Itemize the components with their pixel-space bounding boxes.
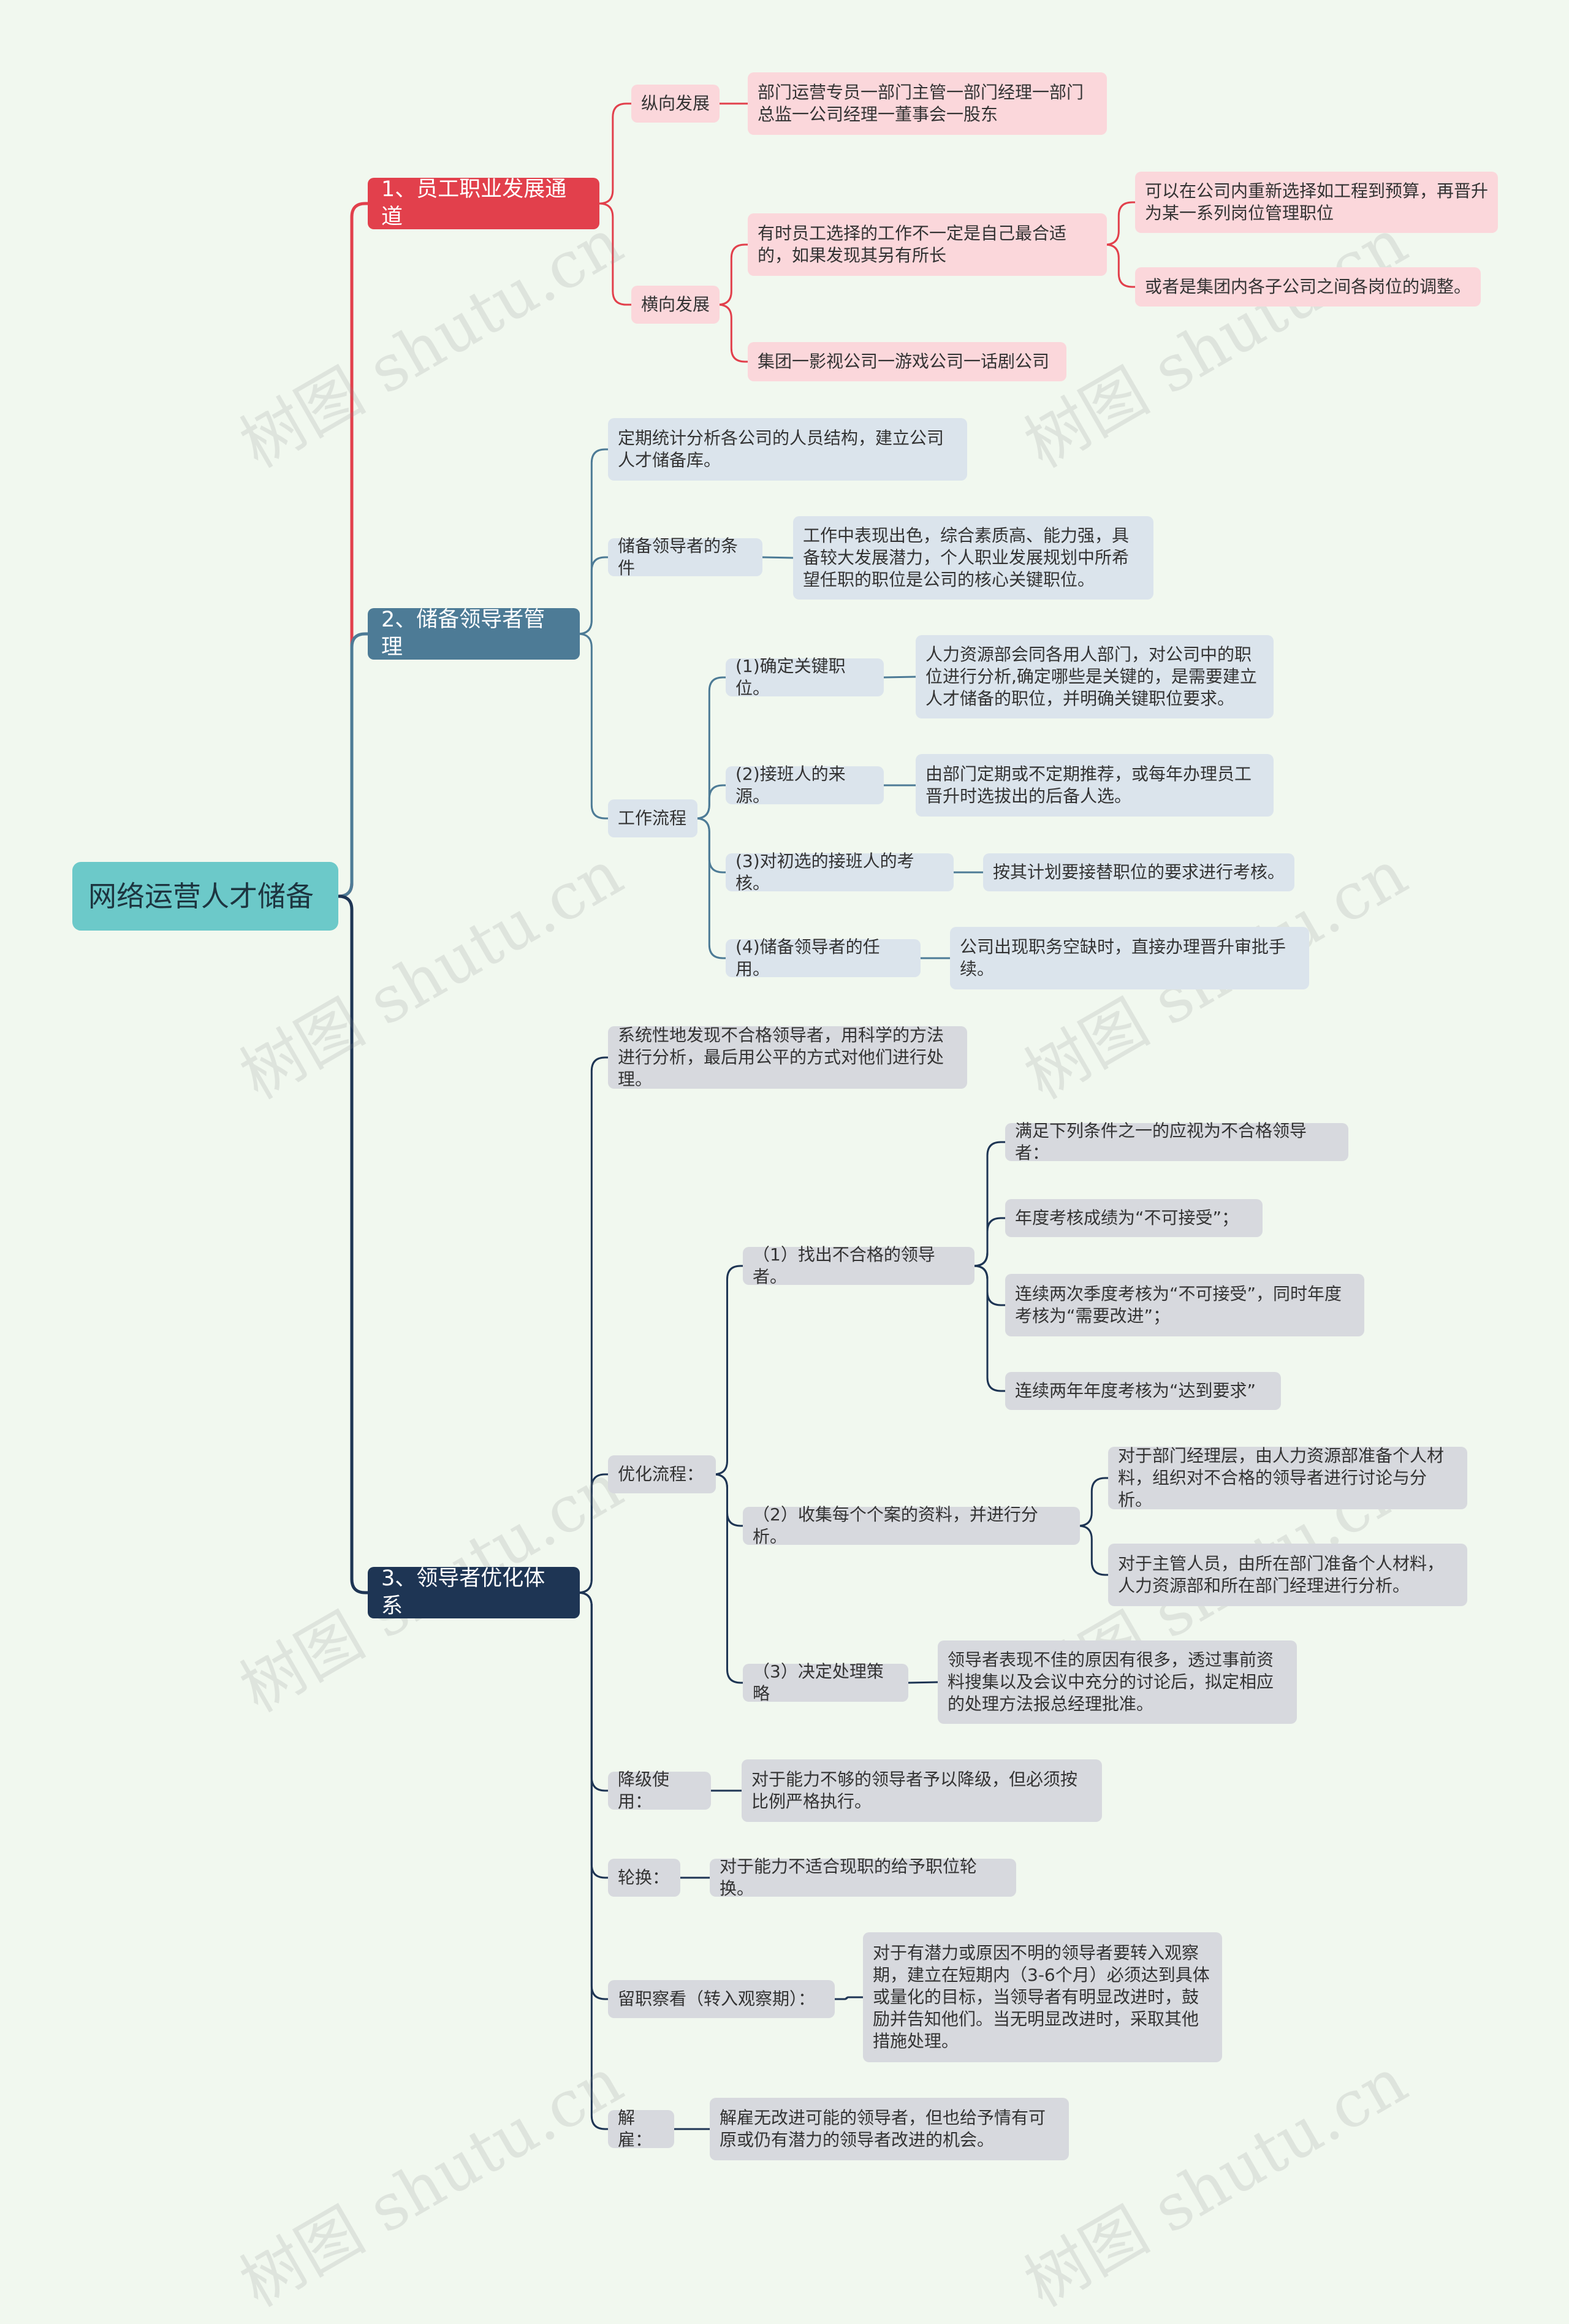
node-rotation[interactable]: 轮换： — [608, 1859, 680, 1897]
node-optimization-process[interactable]: 优化流程： — [608, 1455, 716, 1493]
node-conditions-detail[interactable]: 工作中表现出色，综合素质高、能力强，具备较大发展潜力，个人职业发展规划中所希望任… — [793, 516, 1153, 600]
connector — [908, 1681, 938, 1684]
connector — [1078, 1525, 1108, 1576]
connector-lines — [338, 102, 1135, 2130]
connector — [599, 102, 631, 205]
connector — [973, 1217, 1005, 1267]
node-vertical-development[interactable]: 纵向发展 — [631, 85, 720, 123]
node-horizontal-development[interactable]: 横向发展 — [631, 286, 720, 324]
node-step-successor-source[interactable]: (2)接班人的来源。 — [726, 764, 884, 806]
node-step-key-positions-detail[interactable]: 人力资源部会同各用人部门，对公司中的职位进行分析,确定哪些是关键的，是需要建立人… — [916, 635, 1274, 718]
connector — [973, 1265, 1005, 1306]
connector — [696, 784, 726, 820]
connector — [338, 894, 368, 1594]
node-strategy-detail[interactable]: 领导者表现不佳的原因有很多，透过事前资料搜集以及会议中充分的讨论后，拟定相应的处… — [938, 1640, 1297, 1724]
node-talent-pool[interactable]: 定期统计分析各公司的人员结构，建立公司人才储备库。 — [608, 418, 967, 481]
connector — [713, 1265, 743, 1476]
node-step-successor-source-detail[interactable]: 由部门定期或不定期推荐，或每年办理员工晋升时选拔出的后备人选。 — [916, 754, 1274, 817]
node-collect-case-data[interactable]: （2）收集每个个案的资料，并进行分析。 — [743, 1504, 1080, 1547]
branch-career-path[interactable]: 1、员工职业发展通道 — [368, 177, 599, 229]
connector — [578, 556, 608, 635]
connector — [599, 202, 631, 306]
node-probation[interactable]: 留职察看（转入观察期）： — [608, 1980, 835, 2018]
branch-reserve-leaders[interactable]: 2、储备领导者管理 — [368, 608, 580, 660]
connector — [1105, 243, 1135, 288]
node-dismissal[interactable]: 解雇： — [608, 2108, 674, 2150]
node-step-appointment-detail[interactable]: 公司出现职务空缺时，直接办理晋升审批手续。 — [950, 927, 1309, 989]
connector — [578, 1473, 608, 1594]
connector — [835, 1996, 863, 2000]
connector — [696, 817, 726, 959]
node-step-assessment-detail[interactable]: 按其计划要接替职位的要求进行考核。 — [983, 853, 1294, 891]
connector — [718, 243, 748, 306]
connector — [973, 1141, 1005, 1267]
connector — [578, 1591, 608, 1792]
connector — [578, 448, 608, 635]
node-find-unqualified[interactable]: 系统性地发现不合格领导者，用科学的方法进行分析，最后用公平的方式对他们进行处理。 — [608, 1025, 967, 1089]
branch-leader-optimization[interactable]: 3、领导者优化体系 — [368, 1566, 580, 1618]
connector — [338, 632, 368, 898]
node-group-companies[interactable]: 集团一影视公司一游戏公司一话剧公司 — [748, 342, 1066, 381]
connector — [713, 1473, 743, 1684]
node-supervisor-level[interactable]: 对于主管人员，由所在部门准备个人材料，人力资源部和所在部门经理进行分析。 — [1108, 1544, 1467, 1606]
node-criteria-intro[interactable]: 满足下列条件之一的应视为不合格领导者： — [1005, 1121, 1348, 1163]
connector — [578, 1056, 608, 1594]
connector — [1078, 1477, 1108, 1527]
connector — [578, 633, 608, 820]
node-demotion-detail[interactable]: 对于能力不够的领导者予以降级，但必须按比例严格执行。 — [742, 1759, 1102, 1822]
node-criteria-annual[interactable]: 年度考核成绩为“不可接受”； — [1005, 1199, 1263, 1237]
node-decide-strategy[interactable]: （3）决定处理策略 — [743, 1661, 908, 1704]
connector — [718, 303, 748, 363]
node-rotation-detail[interactable]: 对于能力不适合现职的给予职位轮换。 — [710, 1856, 1016, 1899]
node-vertical-path[interactable]: 部门运营专员一部门主管一部门经理一部门总监一公司经理一董事会一股东 — [748, 72, 1107, 135]
node-workflow[interactable]: 工作流程 — [608, 799, 697, 837]
connector — [973, 1265, 1005, 1392]
connector — [1105, 201, 1135, 246]
node-reselect-position[interactable]: 可以在公司内重新选择如工程到预算，再晋升为某一系列岗位管理职位 — [1135, 172, 1498, 233]
node-manager-level[interactable]: 对于部门经理层，由人力资源部准备个人材料，组织对不合格的领导者进行讨论与分析。 — [1108, 1446, 1467, 1510]
connector — [578, 1591, 608, 2000]
node-reserve-conditions[interactable]: 储备领导者的条件 — [608, 536, 762, 578]
root-topic[interactable]: 网络运营人才储备 — [72, 862, 338, 931]
node-dismissal-detail[interactable]: 解雇无改进可能的领导者，但也给予情有可原或仍有潜力的领导者改进的机会。 — [710, 2098, 1069, 2160]
connector — [696, 817, 726, 874]
node-probation-detail[interactable]: 对于有潜力或原因不明的领导者要转入观察期，建立在短期内（3-6个月）必须达到具体… — [863, 1932, 1222, 2062]
node-step-appointment[interactable]: (4)储备领导者的任用。 — [726, 937, 921, 979]
connector — [578, 1591, 608, 1879]
node-criteria-quarterly[interactable]: 连续两次季度考核为“不可接受”，同时年度考核为“需要改进”； — [1005, 1274, 1364, 1336]
node-step-key-positions[interactable]: (1)确定关键职位。 — [726, 656, 884, 698]
node-criteria-two-years[interactable]: 连续两年年度考核为“达到要求” — [1005, 1372, 1281, 1410]
connector — [713, 1473, 743, 1527]
node-talent-mismatch[interactable]: 有时员工选择的工作不一定是自己最合适的，如果发现其另有所长 — [748, 213, 1107, 276]
node-identify-unqualified[interactable]: （1）找出不合格的领导者。 — [743, 1244, 974, 1287]
connector — [696, 676, 726, 820]
node-step-assessment[interactable]: (3)对初选的接班人的考核。 — [726, 851, 954, 893]
node-demotion[interactable]: 降级使用： — [608, 1769, 711, 1812]
connector — [578, 1591, 608, 2130]
node-subsidiary-adjustment[interactable]: 或者是集团内各子公司之间各岗位的调整。 — [1135, 267, 1481, 307]
connector — [762, 556, 794, 559]
